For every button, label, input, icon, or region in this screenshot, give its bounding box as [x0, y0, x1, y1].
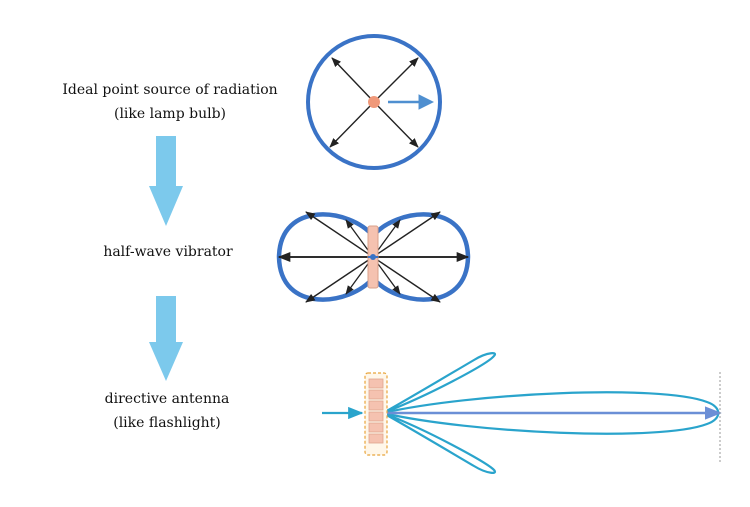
directive-antenna-diagram [322, 352, 722, 474]
lower-side-lobe [382, 411, 496, 474]
point-source-label-line1: Ideal point source of radiation [62, 82, 278, 98]
antenna-array-icon [364, 372, 388, 456]
down-arrow-2 [149, 296, 183, 381]
ray-lower-right [373, 101, 419, 148]
isotropic-pattern-circle [306, 34, 442, 170]
directive-antenna-label-line2: (like flashlight) [113, 415, 221, 431]
dipole-diagram [276, 211, 471, 303]
point-source-label: Ideal point source of radiation (like la… [62, 78, 277, 126]
point-source-label-line2: (like lamp bulb) [113, 106, 227, 122]
dipole-label-text: half-wave vibrator [103, 244, 233, 260]
down-arrow-1 [149, 136, 183, 226]
point-source-diagram [306, 34, 442, 170]
dipole-label: half-wave vibrator [103, 240, 232, 264]
directive-antenna-label: directive antenna (like flashlight) [105, 387, 230, 435]
ray-upper-right [373, 57, 419, 103]
point-source-icon [368, 96, 380, 108]
ray-lower-left [329, 101, 375, 148]
upper-side-lobe [382, 352, 496, 415]
ray-upper-left [331, 57, 375, 103]
directive-antenna-label-line1: directive antenna [104, 391, 230, 407]
